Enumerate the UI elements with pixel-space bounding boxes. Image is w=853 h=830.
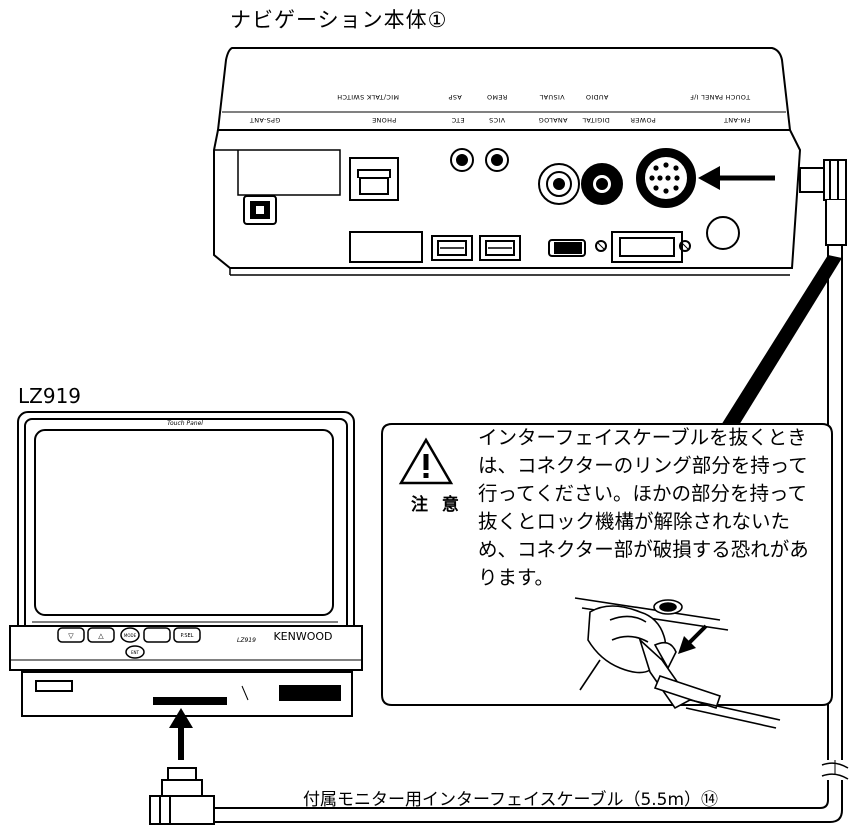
monitor-touch-panel-label: Touch Panel	[167, 420, 203, 427]
label-visual: VISUAL	[539, 93, 564, 101]
monitor-buttons	[57, 627, 201, 659]
button-down-label: ▽	[68, 632, 74, 640]
caution-box	[381, 423, 833, 706]
button-mode-label: MODE	[124, 633, 137, 638]
button-ent-label: ENT	[131, 650, 140, 655]
monitor-small-model-label: LZ919	[237, 637, 256, 644]
cable-plug-right	[799, 159, 847, 246]
label-digital: DIGITAL	[582, 116, 610, 124]
label-vics: VICS	[489, 116, 505, 124]
insert-arrow-monitor	[169, 708, 193, 760]
unit-labels: TOUCH PANEL I/F AUDIO VISUAL REMO ASP MI…	[250, 93, 751, 124]
label-fm-ant: FM-ANT	[724, 116, 751, 124]
monitor-brand-label: KENWOOD	[273, 630, 332, 643]
label-remo: REMO	[487, 93, 508, 101]
insert-arrow-unit	[698, 166, 775, 190]
button-psel-label: P.SEL	[181, 633, 194, 639]
label-power: POWER	[630, 116, 656, 124]
label-touch-panel-if: TOUCH PANEL I/F	[690, 93, 751, 101]
caution-text: インターフェイスケーブルを抜くときは、コネクターのリング部分を持って行ってくださ…	[478, 426, 809, 589]
label-audio: AUDIO	[586, 93, 609, 101]
monitor-button-labels: ▽ △ MODE ENT P.SEL	[68, 632, 193, 655]
cable-plug-monitor	[149, 767, 226, 825]
label-analog: ANALOG	[538, 116, 567, 124]
label-phone: PHONE	[372, 116, 396, 124]
label-mic-talk-switch: MIC/TALK SWITCH	[337, 93, 399, 101]
hand-illustration	[574, 597, 781, 729]
label-asp: ASP	[448, 93, 461, 101]
label-etc: ETC	[451, 116, 464, 124]
monitor-model-label: LZ919	[18, 384, 82, 408]
button-up-label: △	[98, 632, 104, 640]
unit-title: ナビゲーション本体①	[230, 8, 448, 32]
caution-label: 注 意	[411, 495, 463, 515]
monitor-lz919	[9, 411, 363, 717]
label-gps-ant: GPS-ANT	[250, 116, 281, 124]
cable-label: 付属モニター用インターフェイスケーブル（5.5m）⑭	[303, 790, 719, 810]
callout-wedge	[718, 255, 842, 430]
unit-connectors	[243, 148, 740, 263]
pull-arrow-small	[678, 624, 708, 654]
